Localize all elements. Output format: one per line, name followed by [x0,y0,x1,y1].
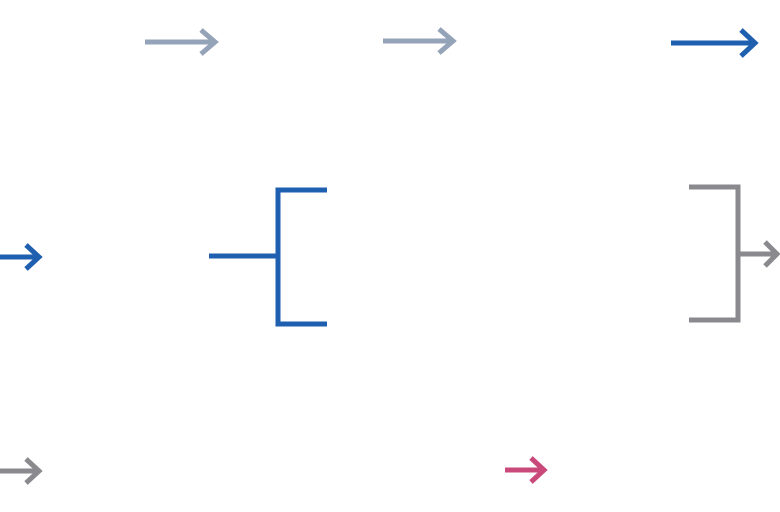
arrow-top-left [145,28,219,56]
merge-bracket [689,184,776,323]
arrow-bottom-left [0,457,43,485]
arrow-top-right [671,28,759,58]
arrow-mid-right [763,240,780,268]
arrow-mid-left [0,243,43,271]
split-bracket [209,187,327,327]
arrow-top-middle [383,27,457,55]
arrow-bottom-middle [505,456,548,484]
